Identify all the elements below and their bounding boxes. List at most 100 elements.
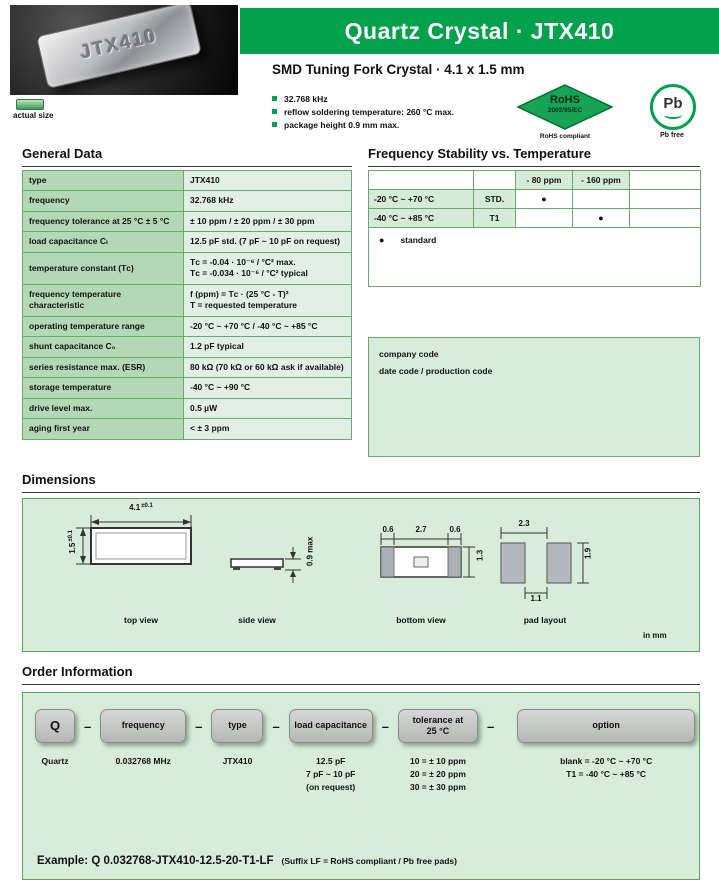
row-value: 0.5 µW: [183, 397, 352, 420]
company-code-label: company code: [379, 349, 439, 359]
grade-label: STD.: [473, 189, 516, 209]
blank-cell: [473, 170, 516, 190]
feature-item: package height 0.9 mm max.: [272, 118, 454, 131]
side-view-caption: side view: [238, 615, 276, 625]
stability-table: - 80 ppm - 160 ppm -20 °C ~ +70 °C STD. …: [368, 170, 701, 287]
rohs-directive: 2002/95/EC: [547, 107, 583, 114]
order-separator: –: [195, 719, 203, 734]
order-box-type: type: [211, 709, 264, 743]
order-unit-load-capacitance: load capacitance 12.5 pF 7 pF ~ 10 pF (o…: [288, 709, 373, 795]
pad-layout-drawing: [500, 527, 589, 599]
stability-dot-cell: [515, 208, 573, 228]
legend-text: standard: [400, 235, 437, 245]
top-view-drawing: [76, 515, 192, 565]
table-row: operating temperature range-20 °C ~ +70 …: [22, 315, 352, 338]
legend-cell: ● standard: [368, 227, 701, 287]
order-caption: 0.032768 MHz: [115, 756, 171, 766]
row-value: -20 °C ~ +70 °C / -40 °C ~ +85 °C: [183, 315, 352, 338]
row-label: operating temperature range: [22, 315, 184, 338]
dim-value: 1.5: [68, 542, 78, 554]
table-row: temperature constant (Tᴄ)Tᴄ = -0.04 · 10…: [22, 251, 352, 285]
row-label: frequency tolerance at 25 °C ± 5 °C: [22, 210, 184, 233]
bullet-square-icon: [272, 109, 277, 114]
order-unit-quartz: Q Quartz: [35, 709, 75, 768]
bottom-view-dim-3: 0.6: [449, 525, 461, 534]
pad-layout-width-dim: 2.3: [518, 519, 530, 528]
row-label: frequency: [22, 190, 184, 212]
row-value: < ± 3 ppm: [183, 418, 352, 440]
row-value: f (ppm) = Tᴄ · (25 °C - T)² T = requeste…: [183, 283, 352, 317]
table-row: series resistance max. (ESR)80 kΩ (70 kΩ…: [22, 356, 352, 379]
order-heading: Order Information: [22, 664, 700, 685]
feature-text: reflow soldering temperature: 260 °C max…: [284, 106, 455, 117]
row-value: 1.2 pF typical: [183, 336, 352, 358]
top-view-height-dim: 1.5±0.1: [68, 522, 78, 562]
pb-symbol: Pb: [663, 94, 683, 112]
order-separator: –: [486, 719, 495, 734]
unit-note: in mm: [643, 631, 667, 640]
order-caption: Quartz: [41, 756, 69, 766]
side-view-height-dim: 0.9 max: [305, 536, 315, 567]
pad-layout-caption: pad layout: [523, 615, 567, 625]
legend-dot-icon: ●: [379, 235, 385, 245]
row-label: storage temperature: [22, 377, 184, 399]
pb-free-caption: Pb free: [660, 132, 684, 139]
row-value: 12.5 pF std. (7 pF ~ 10 pF on request): [183, 231, 352, 253]
row-label: load capacitance Cₗ: [22, 231, 184, 253]
order-unit-frequency: frequency 0.032768 MHz: [100, 709, 187, 768]
dimensions-panel: 4.1±0.1 1.5±0.1 top view 0.9 max side vi…: [22, 498, 700, 652]
rohs-label: RoHS: [550, 94, 580, 106]
grade-label: T1: [473, 208, 516, 228]
feature-text: 32.768 kHz: [284, 93, 328, 104]
row-label: frequency temperature characteristic: [22, 283, 184, 317]
general-data-heading: General Data: [22, 146, 352, 167]
feature-text: package height 0.9 mm max.: [284, 119, 400, 130]
feature-item: reflow soldering temperature: 260 °C max…: [272, 105, 454, 118]
stability-dot-cell: ●: [515, 189, 573, 209]
blank-cell: [368, 170, 474, 190]
row-label: series resistance max. (ESR): [22, 356, 184, 379]
order-example: Example: Q 0.032768-JTX410-12.5-20-T1-LF…: [37, 851, 457, 869]
order-separator: –: [272, 719, 280, 734]
crystal-image: JTX410: [35, 5, 203, 90]
feature-item: 32.768 kHz: [272, 92, 454, 105]
dimensions-heading: Dimensions: [22, 472, 700, 493]
bottom-view-dim-1: 0.6: [382, 525, 394, 534]
pad-layout-gap-dim: 1.1: [530, 594, 542, 603]
actual-size-chip: [16, 99, 44, 110]
rohs-diamond-icon: [517, 84, 613, 130]
pb-leaf-icon: [664, 111, 682, 119]
blank-cell: [629, 208, 701, 228]
pad-layout-height-dim: 1.9: [583, 547, 593, 559]
order-box-option: option: [517, 709, 696, 743]
row-value: Tᴄ = -0.04 · 10⁻⁶ / °C² max. Tᴄ = -0.034…: [183, 251, 352, 285]
order-box-quartz: Q: [35, 709, 75, 743]
order-box-frequency: frequency: [100, 709, 187, 743]
order-box-load-capacitance: load capacitance: [288, 709, 373, 743]
row-value: -40 °C ~ +90 °C: [183, 377, 352, 399]
stability-dot-cell: [572, 189, 630, 209]
order-box-tolerance: tolerance at 25 °C: [397, 709, 478, 743]
rohs-caption: RoHS compliant: [539, 133, 591, 140]
row-label: aging first year: [22, 418, 184, 440]
page-title: Quartz Crystal · JTX410: [344, 17, 615, 44]
top-view-width-dim: 4.1±0.1: [91, 503, 191, 513]
order-panel: Q Quartz – frequency 0.032768 MHz – type…: [22, 692, 700, 880]
table-row: -40 °C ~ +85 °C T1 ●: [368, 208, 701, 228]
order-unit-option: option blank = -20 °C ~ +70 °C T1 = -40 …: [517, 709, 696, 781]
row-value: ± 10 ppm / ± 20 ppm / ± 30 ppm: [183, 210, 352, 233]
column-header: - 160 ppm: [572, 170, 630, 190]
dim-value: 4.1: [129, 503, 141, 512]
order-caption: JTX410: [222, 756, 253, 766]
dim-tolerance: ±0.1: [68, 530, 75, 542]
bottom-view-dim-2: 2.7: [415, 525, 427, 534]
bullet-square-icon: [272, 96, 277, 101]
table-row: aging first year< ± 3 ppm: [22, 418, 352, 440]
crystal-marking: JTX410: [78, 25, 160, 64]
